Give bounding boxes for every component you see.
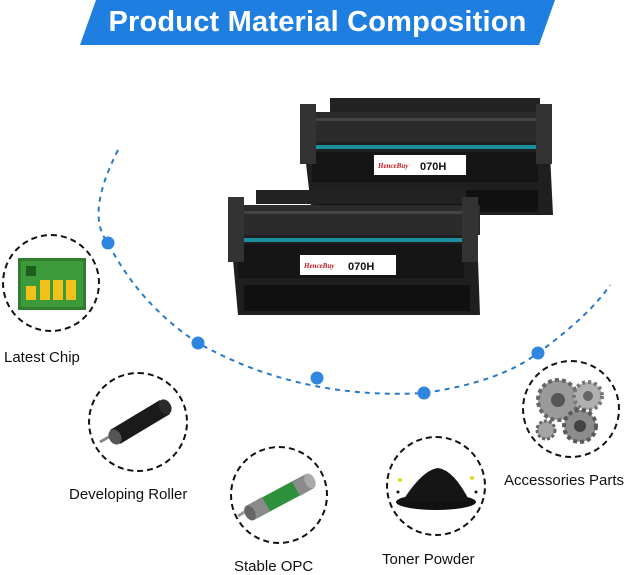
gears-icon [535,378,604,444]
chip-label: Latest Chip [4,349,80,366]
orbit-dot [101,236,115,250]
banner-shape [80,0,555,45]
cartridge-model: 070H [420,161,446,173]
cartridge-brand: HenceBuy [377,162,409,170]
opc-label: Stable OPC [234,558,314,575]
chip-icon [18,258,86,310]
cartridge-model: 070H [348,261,374,273]
roller-icon [99,399,172,445]
cartridge-brand: HenceBuy [303,262,335,270]
orbit-dot [531,346,545,360]
cartridge-front: HenceBuy 070H [228,190,480,315]
orbit-dot [417,386,431,400]
toner-powder-icon [396,468,478,510]
orbit-dot [310,371,324,385]
opc-drum-icon [237,473,316,521]
orbit-dot [191,336,205,350]
page-title: Product Material Composition [108,6,527,38]
accessories-label: Accessories Parts [504,472,625,489]
title-banner: Product Material Composition [80,0,555,45]
roller-label: Developing Roller [69,486,188,503]
cartridge-back: HenceBuy 070H [300,98,553,215]
toner-label: Toner Powder [382,551,475,568]
